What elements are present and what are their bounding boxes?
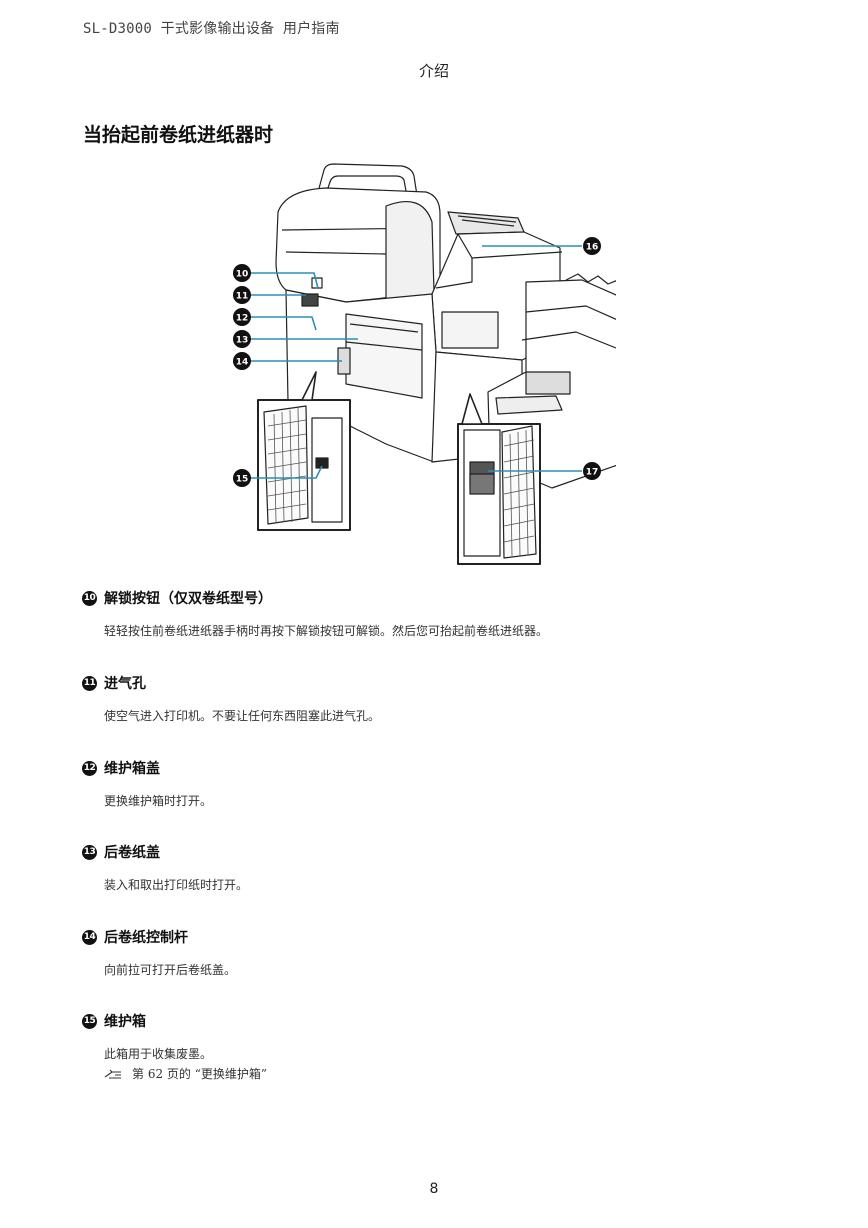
callout-13: 13	[233, 330, 251, 348]
callout-15: 15	[233, 469, 251, 487]
callout-11: 11	[233, 286, 251, 304]
callout-12: 12	[233, 308, 251, 326]
item-number-badge: 15	[82, 1013, 97, 1029]
item-11: 11 进气孔 使空气进入打印机。不要让任何东西阻塞此进气孔。	[82, 673, 782, 727]
document-header: SL-D3000 干式影像输出设备 用户指南	[83, 21, 340, 37]
item-title: 进气孔	[104, 676, 146, 692]
svg-text:12: 12	[236, 314, 249, 324]
callout-14: 14	[233, 352, 251, 370]
item-description: 使空气进入打印机。不要让任何东西阻塞此进气孔。	[104, 709, 381, 723]
item-description: 向前拉可打开后卷纸盖。	[104, 963, 237, 977]
cross-reference-link[interactable]: 第 62 页的 “更换维护箱”	[104, 1065, 782, 1082]
pointing-hand-icon	[104, 1069, 121, 1079]
item-10: 10 解锁按钮（仅双卷纸型号） 轻轻按住前卷纸进纸器手柄时再按下解锁按钮可解锁。然…	[82, 588, 782, 642]
item-description: 装入和取出打印纸时打开。	[104, 878, 249, 892]
cross-reference-text: 第 62 页的 “更换维护箱”	[132, 1067, 267, 1081]
item-title: 后卷纸控制杆	[104, 930, 188, 946]
item-title: 后卷纸盖	[104, 845, 160, 861]
page-number: 8	[429, 1181, 439, 1197]
item-number-badge: 10	[82, 590, 97, 606]
item-12: 12 维护箱盖 更换维护箱时打开。	[82, 758, 782, 812]
item-number-badge: 14	[82, 929, 97, 945]
item-title: 维护箱	[104, 1014, 146, 1030]
callout-16: 16	[583, 237, 601, 255]
item-description: 轻轻按住前卷纸进纸器手柄时再按下解锁按钮可解锁。然后您可抬起前卷纸进纸器。	[104, 624, 549, 638]
callout-17: 17	[583, 462, 601, 480]
printer-illustration: 10 11 12 13 14 15 16 17	[226, 162, 633, 567]
item-13: 13 后卷纸盖 装入和取出打印纸时打开。	[82, 842, 782, 896]
item-15: 15 维护箱 此箱用于收集废墨。 第 62 页的 “更换维护箱”	[82, 1011, 782, 1082]
svg-text:11: 11	[236, 292, 249, 302]
callout-10: 10	[233, 264, 251, 282]
svg-text:17: 17	[586, 468, 599, 478]
item-title: 解锁按钮（仅双卷纸型号）	[104, 591, 272, 607]
item-number-badge: 13	[82, 844, 97, 860]
item-description: 此箱用于收集废墨。	[104, 1047, 213, 1061]
item-number-badge: 12	[82, 760, 97, 776]
svg-text:13: 13	[236, 336, 249, 346]
svg-text:15: 15	[236, 475, 249, 485]
item-14: 14 后卷纸控制杆 向前拉可打开后卷纸盖。	[82, 927, 782, 981]
svg-text:16: 16	[586, 243, 599, 253]
svg-text:14: 14	[236, 358, 249, 368]
item-description: 更换维护箱时打开。	[104, 794, 213, 808]
section-name: 介绍	[418, 62, 449, 80]
printer-drawing: 10 11 12 13 14 15 16 17	[233, 163, 633, 565]
item-title: 维护箱盖	[104, 761, 160, 777]
section-title: 当抬起前卷纸进纸器时	[83, 124, 274, 146]
item-number-badge: 11	[82, 675, 97, 691]
svg-text:10: 10	[236, 270, 249, 280]
